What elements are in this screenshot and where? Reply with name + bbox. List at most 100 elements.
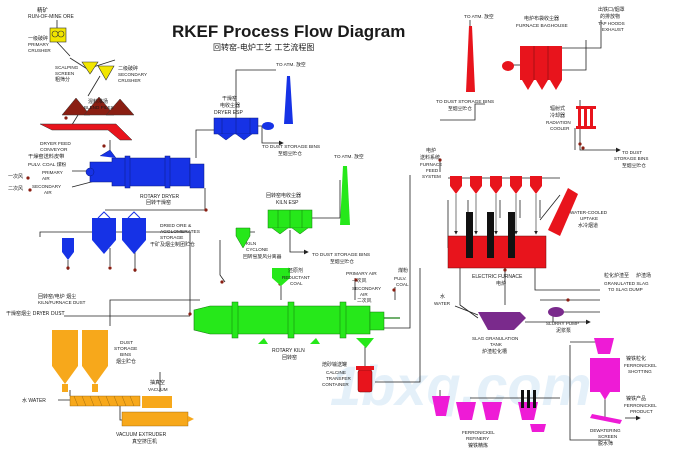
- scalping-label-1: SCALPING: [55, 65, 79, 70]
- furnace-feed-label-2: FEED: [426, 168, 439, 173]
- dried-ore-label-1: DRIED ORE &: [160, 223, 192, 229]
- kiln-esp[interactable]: [267, 209, 313, 235]
- scalping-label-cn: 粗筛分: [55, 76, 70, 83]
- dewatering-label-cn: 脱水筛: [598, 440, 613, 447]
- dewatering-screen[interactable]: [590, 414, 622, 424]
- uptake-label-cn: 水冷烟道: [578, 222, 598, 229]
- ferro-product-label-cn: 镍铁产品: [626, 395, 646, 402]
- primary-air-left-1: PRIMARY: [42, 170, 63, 175]
- kiln-esp-label: KILN ESP: [276, 200, 299, 206]
- slag-granulation-tank[interactable]: [478, 312, 526, 330]
- ferro-product-label-1: FERRONICKEL: [624, 403, 657, 408]
- furnace-feed-label-3: SYSTEM: [422, 174, 441, 179]
- ferro-product-label-2: PRODUCT: [630, 409, 653, 414]
- vacuum-extruder[interactable]: [121, 396, 194, 427]
- kiln-cyclone[interactable]: [235, 227, 251, 249]
- dust-storage-bins[interactable]: [52, 330, 108, 392]
- calcine-label-3: CONTAINER: [322, 382, 349, 387]
- secondary-crusher-label-1: SECONDARY: [118, 72, 147, 77]
- pulv-coal-mid-cn: 煤粉: [398, 267, 408, 274]
- reductant-coal-bin[interactable]: [272, 268, 290, 286]
- reductant-label-2: COAL: [290, 281, 303, 286]
- furnace-feed-hoppers[interactable]: [450, 176, 542, 194]
- slurry-pump[interactable]: [548, 307, 564, 317]
- electric-furnace[interactable]: [447, 212, 547, 269]
- primary-crusher-label-2: CRUSHER: [28, 48, 51, 53]
- primary-crusher-label-1: PRIMARY: [28, 42, 49, 47]
- dryer-feed-label-cn: 干燥窑送料皮带: [28, 152, 64, 160]
- calcine-label-1: CALCINE: [326, 370, 346, 375]
- kiln-cyclone-label-2: CYCLONE: [246, 247, 268, 252]
- furnace-feed-label-1: FURNACE: [420, 162, 442, 167]
- radiation-label-1: RADIATION: [546, 120, 571, 125]
- rotary-dryer-label-cn: 回转干燥窑: [146, 199, 171, 206]
- dried-ore-label-3: STORAGE: [160, 235, 183, 241]
- dryer-feed-label-2: CONVEYOR: [40, 147, 68, 153]
- pulv-coal-mid-1: PULV.: [394, 276, 407, 281]
- slag-tank-label-1: SLAG GRANULATION: [472, 336, 518, 341]
- dryer-esp[interactable]: [213, 117, 259, 141]
- kiln-cyclone-label-1: KILN: [246, 241, 256, 246]
- secondary-air-mid-cn: 二次风: [357, 297, 372, 304]
- radiation-label-cn1: 辐射式: [550, 105, 565, 112]
- vacuum-label-cn: 抽真空: [150, 379, 165, 386]
- furnace-feed-label-cn1: 电炉: [426, 147, 436, 154]
- secondary-air-mid-2: AIR: [360, 292, 368, 297]
- page-subtitle: 回转窑-电炉工艺 工艺流程图: [213, 42, 314, 52]
- primary-air-mid-cn: 一次风: [352, 277, 367, 284]
- secondary-crusher-label-2: CRUSHER: [118, 78, 141, 83]
- to-dust-2-label-cn: 至烟尘贮仓: [330, 258, 354, 265]
- water-left-label: 水 WATER: [22, 397, 46, 404]
- furnace-stack[interactable]: [466, 26, 475, 92]
- dryer-esp-label-cn2: 电收尘器: [220, 102, 240, 109]
- primary-air-mid-1: PRIMARY AIR: [346, 271, 377, 277]
- rotary-dryer[interactable]: [85, 149, 205, 189]
- dryer-esp-label-cn1: 干燥窑: [222, 95, 237, 102]
- kiln-dust-label-cn: 回转窑/电炉 烟尘: [38, 293, 76, 300]
- dryer-stack[interactable]: [262, 76, 293, 130]
- dewatering-label-2: SCREEN: [598, 434, 617, 439]
- dried-ore-label-2: AGGLOMERATES: [160, 229, 200, 235]
- kiln-stack[interactable]: [340, 166, 350, 225]
- dust-bins-label-1: DUST: [120, 340, 133, 346]
- dryer-dust-label: 干燥窑烟尘 DRYER DUST: [6, 310, 66, 317]
- dryer-feed-conveyor[interactable]: [39, 123, 133, 141]
- granulated-label-cn2: 炉渣场: [636, 272, 651, 279]
- mixer-conveyor[interactable]: [69, 395, 141, 407]
- primary-crusher[interactable]: [49, 27, 67, 43]
- to-atm-label-3: TO ATM. 放空: [464, 13, 494, 20]
- secondary-air-mid-1: SECONDARY: [352, 286, 381, 291]
- secondary-crusher[interactable]: [97, 65, 115, 81]
- calcine-container[interactable]: [356, 366, 374, 393]
- baghouse-fan[interactable]: [502, 61, 514, 71]
- rotary-kiln[interactable]: [193, 301, 400, 348]
- rotary-kiln-label: ROTARY KILN: [272, 348, 305, 354]
- furnace-baghouse[interactable]: [520, 46, 562, 90]
- radiation-cooler[interactable]: [576, 106, 596, 129]
- to-atm-label-1: TO ATM. 放空: [276, 61, 306, 68]
- to-atm-label-2: TO ATM. 放空: [334, 153, 364, 160]
- blend-piles[interactable]: [61, 96, 135, 116]
- to-dust-1-label: TO DUST STORAGE BINS: [262, 144, 320, 150]
- refinery-label-cn: 镍铁精炼: [468, 442, 488, 449]
- kiln-cyclone-label-cn: 回转窑旋风分离器: [243, 253, 282, 260]
- reductant-label-1: REDUCTANT: [282, 275, 310, 280]
- secondary-air-left-cn: 二次风: [8, 185, 23, 192]
- furnace-feed-chutes: [454, 194, 538, 235]
- to-dust-4-label-2: STORAGE BINS: [614, 156, 648, 161]
- vacuum-label: VACUUM: [148, 387, 168, 392]
- kiln-dust-label: KILN/FURNACE DUST: [38, 300, 86, 305]
- to-dust-2-label: TO DUST STORAGE BINS: [312, 252, 370, 258]
- water-cooled-uptake[interactable]: [548, 188, 578, 236]
- scalping-screen[interactable]: [69, 57, 99, 75]
- granulated-label-2: TO SLAG DUMP: [608, 287, 643, 292]
- tap-hood-label-2: EXHAUST: [602, 27, 624, 32]
- dust-bins-label-cn: 烟尘贮仓: [116, 358, 136, 365]
- radiation-label-2: COOLER: [550, 126, 570, 131]
- dried-ore-storage[interactable]: [62, 211, 146, 260]
- ferronickel-shotting[interactable]: [590, 338, 620, 400]
- dust-bins-label-2: STORAGE: [114, 346, 137, 352]
- radiation-label-cn2: 冷却器: [550, 112, 565, 119]
- electric-furnace-label: ELECTRIC FURNACE: [472, 274, 523, 280]
